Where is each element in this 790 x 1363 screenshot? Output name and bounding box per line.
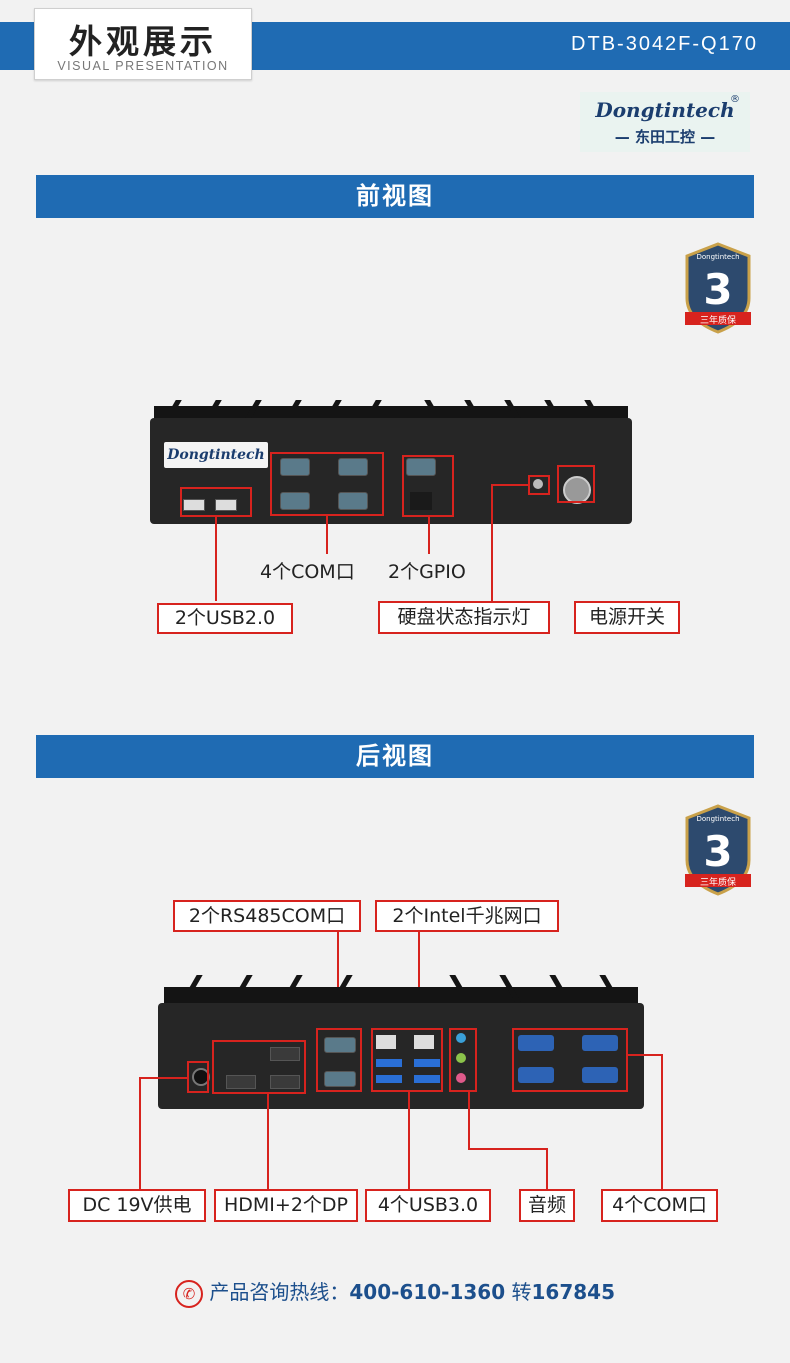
page-subtitle: VISUAL PRESENTATION [57, 59, 229, 73]
audio-label: 音频 [519, 1189, 575, 1222]
dc-leader-v [139, 1077, 141, 1189]
com-label: 4个COM口 [260, 561, 355, 583]
badge-brand: Dongtintech [696, 253, 740, 261]
gpio-label: 2个GPIO [388, 561, 466, 583]
power-switch-label: 电源开关 [574, 601, 680, 634]
rs485-port [324, 1037, 356, 1053]
com-port [518, 1067, 554, 1083]
hdd-highlight [528, 475, 550, 495]
gpio-port [410, 492, 432, 510]
com-highlight [270, 452, 384, 516]
contact-label: 产品咨询热线： [209, 1280, 350, 1304]
title-box: 外观展示 VISUAL PRESENTATION [34, 8, 252, 80]
lan-label: 2个Intel千兆网口 [375, 900, 559, 932]
com-port [582, 1067, 618, 1083]
shield-icon: 3 [685, 242, 751, 334]
rs485-highlight [316, 1028, 362, 1092]
ext-number: 167845 [531, 1280, 615, 1304]
usb3-port [376, 1059, 402, 1067]
power-button[interactable] [563, 476, 591, 504]
com-port [338, 458, 368, 476]
usb-leader [215, 517, 217, 601]
com-port [280, 492, 310, 510]
gpio-leader [428, 517, 430, 554]
usb2-label: 2个USB2.0 [157, 603, 293, 634]
audio-jack-linein [456, 1033, 466, 1043]
hdmi-dp-label: HDMI+2个DP [214, 1189, 358, 1222]
rs485-port [324, 1071, 356, 1087]
hdmi-leader [267, 1093, 269, 1189]
rear-view-title: 后视图 [36, 735, 754, 778]
svg-text:3: 3 [703, 265, 732, 314]
warranty-badge-front: 3 Dongtintech 三年质保 [683, 242, 753, 334]
ext-label: 转 [511, 1280, 532, 1304]
hdd-leader-v [491, 484, 493, 601]
badge-ribbon: 三年质保 [699, 878, 736, 888]
phone-icon: ✆ [175, 1279, 203, 1308]
usb-port [183, 499, 205, 511]
hdd-led-label: 硬盘状态指示灯 [378, 601, 550, 634]
com-rear-label: 4个COM口 [601, 1189, 718, 1222]
page-title: 外观展示 [69, 22, 217, 61]
gpio-port [406, 458, 436, 476]
audio-leader-h [468, 1148, 548, 1150]
usb3-leader [408, 1091, 410, 1189]
usb3-port [414, 1059, 440, 1067]
usb-port [215, 499, 237, 511]
audio-jack-mic [456, 1073, 466, 1083]
com-port [582, 1035, 618, 1051]
dc-leader-h [139, 1077, 187, 1079]
power-highlight [557, 465, 595, 503]
company-logo: Dongtintech ® — 东田工控 — [580, 92, 750, 152]
audio-jack-lineout [456, 1053, 466, 1063]
front-brand-plate: Dongtintech [164, 442, 268, 468]
hdd-leader-h [491, 484, 528, 486]
rs485-label: 2个RS485COM口 [173, 900, 361, 932]
lan-port [376, 1035, 396, 1049]
front-view-title: 前视图 [36, 175, 754, 218]
warranty-badge-rear: 3 Dongtintech 三年质保 [683, 804, 753, 896]
com-rear-highlight [512, 1028, 628, 1092]
contact-line: ✆ 产品咨询热线：400-610-1360 转167845 [0, 1276, 790, 1308]
dc-jack [192, 1068, 210, 1086]
audio-highlight [449, 1028, 477, 1092]
lan-usb-highlight [371, 1028, 443, 1092]
dc-highlight [187, 1061, 209, 1093]
logo-name: Dongtintech [595, 98, 735, 122]
usb-highlight [180, 487, 252, 517]
usb3-label: 4个USB3.0 [365, 1189, 491, 1222]
com-leader-v [661, 1054, 663, 1189]
gpio-highlight [402, 455, 454, 517]
com-leader-h [627, 1054, 663, 1056]
rs485-leader [337, 932, 339, 1028]
usb3-port [376, 1075, 402, 1083]
registered-mark: ® [730, 94, 740, 105]
dc-label: DC 19V供电 [68, 1189, 206, 1222]
dp-port [270, 1047, 300, 1061]
com-port [338, 492, 368, 510]
hdd-led [533, 479, 543, 489]
shield-icon: 3 [685, 804, 751, 896]
badge-ribbon: 三年质保 [699, 316, 736, 326]
lan-port [414, 1035, 434, 1049]
com-port [518, 1035, 554, 1051]
hdmi-port [270, 1075, 300, 1089]
model-number: DTB-3042F-Q170 [571, 33, 758, 55]
svg-text:3: 3 [703, 827, 732, 876]
phone-number: 400-610-1360 [349, 1280, 506, 1304]
audio-leader-v1 [468, 1091, 470, 1149]
lan-leader [418, 932, 420, 1028]
audio-leader-v2 [546, 1148, 548, 1189]
logo-cn: — 东田工控 — [614, 128, 716, 146]
com-port [280, 458, 310, 476]
com-leader [326, 516, 328, 554]
dp-port [226, 1075, 256, 1089]
badge-brand: Dongtintech [696, 815, 740, 823]
hdmi-highlight [212, 1040, 306, 1094]
front-device: Dongtintech [150, 400, 632, 524]
usb3-port [414, 1075, 440, 1083]
